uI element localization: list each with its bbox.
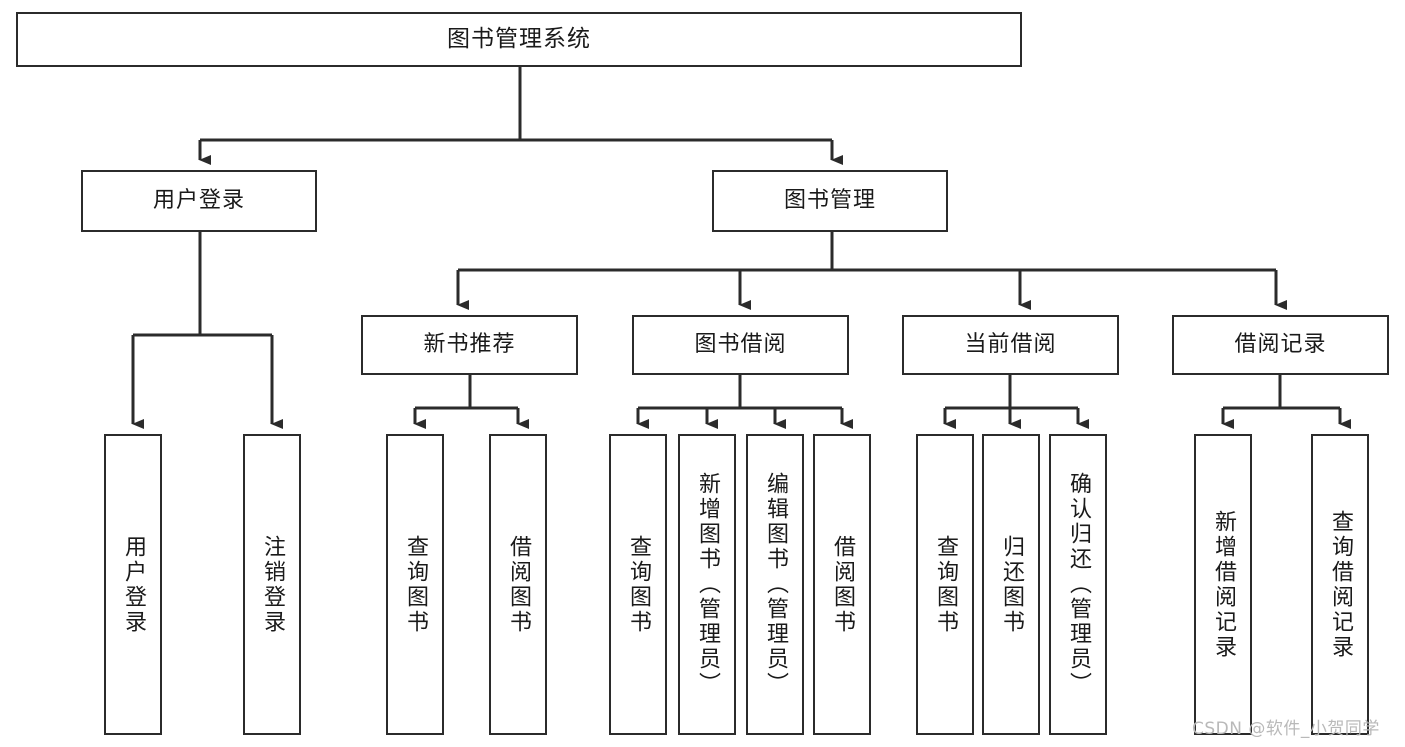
csdn-watermark: CSDN @软件_小贺同学: [1192, 719, 1380, 739]
node-label: 图书借阅: [694, 332, 787, 358]
node-book-borrow[interactable]: 图书借阅: [632, 315, 849, 375]
leaf-book-borrow-edit[interactable]: 编辑图书（管理员）: [746, 434, 804, 735]
node-label: 用户登录: [152, 188, 245, 214]
node-label: 当前借阅: [964, 332, 1057, 358]
node-label: 归还图书: [999, 534, 1024, 635]
leaf-book-borrow-borrow[interactable]: 借阅图书: [813, 434, 871, 735]
node-label: 用户登录: [121, 534, 146, 635]
node-label: 新书推荐: [423, 332, 516, 358]
node-label: 新增借阅记录: [1211, 509, 1236, 660]
node-label: 图书管理系统: [447, 25, 591, 52]
node-label: 查询图书: [933, 534, 958, 635]
leaf-user-login-login[interactable]: 用户登录: [104, 434, 162, 735]
node-label: 借阅图书: [506, 534, 531, 635]
leaf-new-book-borrow[interactable]: 借阅图书: [489, 434, 547, 735]
leaf-book-borrow-add[interactable]: 新增图书（管理员）: [678, 434, 736, 735]
node-label: 查询借阅记录: [1328, 509, 1353, 660]
leaf-borrow-record-query[interactable]: 查询借阅记录: [1311, 434, 1369, 735]
node-label: 借阅记录: [1234, 332, 1327, 358]
node-label: 图书管理: [783, 188, 876, 214]
node-label: 新增图书（管理员）: [695, 472, 720, 697]
leaf-book-borrow-query[interactable]: 查询图书: [609, 434, 667, 735]
node-new-book-recommend[interactable]: 新书推荐: [361, 315, 578, 375]
node-label: 借阅图书: [830, 534, 855, 635]
node-label: 确认归还（管理员）: [1066, 472, 1091, 697]
node-label: 编辑图书（管理员）: [763, 472, 788, 697]
leaf-current-borrow-confirm[interactable]: 确认归还（管理员）: [1049, 434, 1107, 735]
node-label: 注销登录: [260, 534, 285, 635]
leaf-current-borrow-return[interactable]: 归还图书: [982, 434, 1040, 735]
node-book-manage[interactable]: 图书管理: [712, 170, 948, 232]
node-borrow-record[interactable]: 借阅记录: [1172, 315, 1389, 375]
leaf-current-borrow-query[interactable]: 查询图书: [916, 434, 974, 735]
node-root-system[interactable]: 图书管理系统: [16, 12, 1022, 67]
node-current-borrow[interactable]: 当前借阅: [902, 315, 1119, 375]
node-user-login[interactable]: 用户登录: [81, 170, 317, 232]
leaf-new-book-query[interactable]: 查询图书: [386, 434, 444, 735]
node-label: 查询图书: [626, 534, 651, 635]
leaf-borrow-record-add[interactable]: 新增借阅记录: [1194, 434, 1252, 735]
node-label: 查询图书: [403, 534, 428, 635]
leaf-user-login-logout[interactable]: 注销登录: [243, 434, 301, 735]
